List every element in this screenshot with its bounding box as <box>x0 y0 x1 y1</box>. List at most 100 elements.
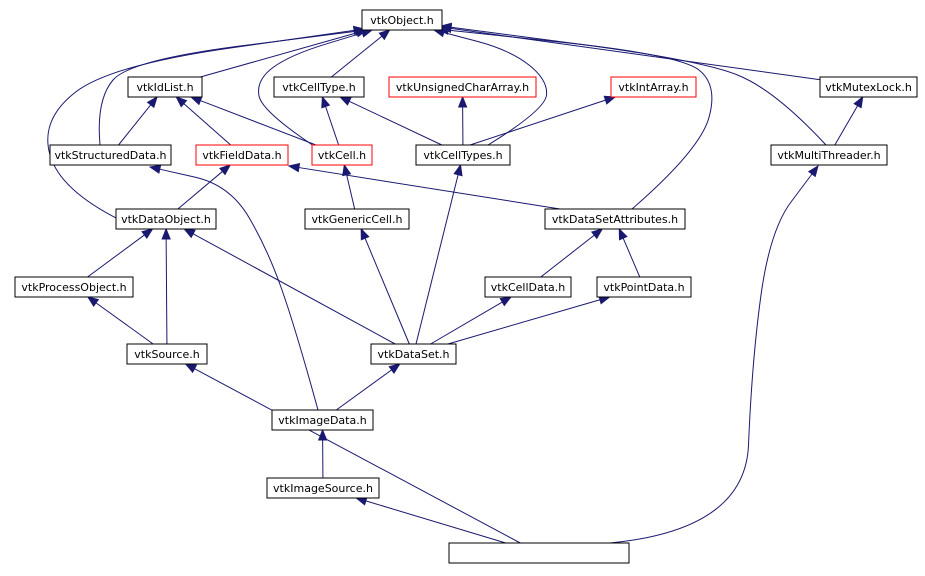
edge-line <box>165 238 168 345</box>
edge-line <box>346 174 356 210</box>
node-vtkDataObject[interactable]: vtkDataObject.h <box>115 208 217 230</box>
edge-vtkGenericCell-to-vtkCell <box>342 163 356 210</box>
edge-vtkDataSet-to-vtkCellTypes <box>415 163 463 345</box>
arrowhead-icon <box>287 162 301 173</box>
node-label: vtkDataSetAttributes.h <box>552 213 678 226</box>
node-vtkCell[interactable]: vtkCell.h <box>311 144 373 166</box>
arrowhead-icon <box>360 227 370 241</box>
node-label: vtkSource.h <box>134 348 199 361</box>
edge-line <box>325 106 340 146</box>
arrowhead-icon <box>378 29 391 41</box>
edge-line <box>200 100 317 146</box>
edge-line <box>183 103 232 146</box>
edge-line <box>200 32 358 78</box>
node-vtkDataSet[interactable]: vtkDataSet.h <box>370 343 457 365</box>
edge-vtkDataSetAttributes-to-vtkObject <box>436 25 713 210</box>
node-vtkCellData[interactable]: vtkCellData.h <box>484 276 572 298</box>
node-label: vtkImageMultipleInputFilter.h <box>459 547 620 560</box>
edge-vtkImageMultipleInputFilter-to-vtkSource <box>184 363 521 544</box>
node-vtkProcessObject[interactable]: vtkProcessObject.h <box>14 276 134 298</box>
arrowhead-icon <box>352 25 366 36</box>
node-vtkStructuredData[interactable]: vtkStructuredData.h <box>49 144 172 166</box>
edge-vtkCellTypes-to-vtkUnsignedCharArray <box>457 95 468 146</box>
node-box <box>610 76 697 98</box>
arrowhead-icon <box>591 228 604 240</box>
arrowhead-icon <box>853 95 864 109</box>
arrowhead-icon <box>86 296 100 307</box>
node-vtkPointData[interactable]: vtkPointData.h <box>596 276 692 298</box>
edge-line <box>834 105 859 146</box>
arrowhead-icon <box>146 95 158 109</box>
node-vtkCellType[interactable]: vtkCellType.h <box>273 76 365 98</box>
edge-line <box>298 167 561 210</box>
edge-line <box>47 29 355 221</box>
edge-vtkFieldData-to-vtkIdList <box>175 96 232 146</box>
node-box <box>361 9 443 31</box>
node-label: vtkCellType.h <box>282 81 356 94</box>
edge-line <box>87 234 145 278</box>
arrowhead-icon <box>457 95 468 108</box>
node-box <box>266 477 380 499</box>
arrowhead-icon <box>148 164 162 174</box>
header-nodes: vtkObject.h vtkIdList.h vtkCellType.h vtkUn… <box>14 9 918 564</box>
node-vtkObject[interactable]: vtkObject.h <box>361 9 443 31</box>
edge-line <box>540 234 595 278</box>
edge-vtkMutexLock-to-vtkObject <box>439 23 823 81</box>
edge-vtkDataSet-to-vtkDataObject <box>183 228 396 345</box>
edge-line <box>331 35 383 78</box>
node-vtkCellTypes[interactable]: vtkCellTypes.h <box>415 144 511 166</box>
node-box <box>49 144 172 166</box>
arrowhead-icon <box>175 96 188 108</box>
edge-vtkImageMultipleInputFilter-to-vtkMultiThreader <box>609 164 819 544</box>
edge-vtkDataSet-to-vtkGenericCell <box>360 227 410 345</box>
node-vtkDataSetAttributes[interactable]: vtkDataSetAttributes.h <box>544 208 686 230</box>
edge-line <box>365 500 506 544</box>
node-vtkMultiThreader[interactable]: vtkMultiThreader.h <box>770 144 888 166</box>
edge-vtkImageMultipleInputFilter-to-vtkImageSource <box>354 496 506 544</box>
node-vtkFieldData[interactable]: vtkFieldData.h <box>195 144 289 166</box>
arrowhead-icon <box>183 228 196 239</box>
dependency-edges <box>47 22 864 544</box>
node-box <box>415 144 511 166</box>
node-label: vtkCellData.h <box>491 281 566 294</box>
edge-line <box>364 238 410 345</box>
edge-line <box>415 174 459 345</box>
node-box <box>370 343 457 365</box>
edge-vtkImageSource-to-vtkImageData <box>317 428 328 479</box>
node-vtkUnsignedCharArray[interactable]: vtkUnsignedCharArray.h <box>388 76 537 98</box>
edge-vtkCellData-to-vtkDataSetAttributes <box>540 228 604 278</box>
node-vtkSource[interactable]: vtkSource.h <box>126 343 208 365</box>
node-vtkImageData[interactable]: vtkImageData.h <box>271 409 374 431</box>
node-vtkImageSource[interactable]: vtkImageSource.h <box>266 477 380 499</box>
node-vtkGenericCell[interactable]: vtkGenericCell.h <box>304 208 410 230</box>
edge-vtkImageData-to-vtkDataSet <box>335 363 401 411</box>
edge-line <box>447 29 713 210</box>
edge-line <box>194 368 521 544</box>
edge-line <box>258 32 363 151</box>
node-vtkMutexLock[interactable]: vtkMutexLock.h <box>819 76 918 98</box>
edge-line <box>609 173 813 544</box>
node-label: vtkProcessObject.h <box>21 281 126 294</box>
node-label: vtkIdList.h <box>136 81 193 94</box>
arrowhead-icon <box>338 96 352 106</box>
edge-vtkStructuredData-to-vtkIdList <box>118 95 158 146</box>
edge-line <box>118 104 152 146</box>
arrowhead-icon <box>141 228 154 240</box>
edge-line <box>177 171 223 210</box>
node-box <box>115 208 217 230</box>
node-label: vtkStructuredData.h <box>54 149 166 162</box>
node-vtkIntArray[interactable]: vtkIntArray.h <box>610 76 697 98</box>
edge-vtkDataObject-to-vtkFieldData <box>177 164 232 210</box>
edge-vtkMultiThreader-to-vtkMutexLock <box>834 95 864 146</box>
arrowhead-icon <box>499 296 513 307</box>
edge-vtkCellTypes-to-vtkIntArray <box>469 95 617 146</box>
edge-vtkCell-to-vtkIdList <box>189 96 317 146</box>
node-vtkIdList[interactable]: vtkIdList.h <box>127 76 203 98</box>
node-label: vtkMultiThreader.h <box>777 149 880 162</box>
node-box <box>388 76 537 98</box>
edge-line <box>98 30 357 146</box>
node-box <box>544 208 686 230</box>
node-label: vtkImageData.h <box>278 414 366 427</box>
edge-line <box>430 301 503 345</box>
node-label: vtkIntArray.h <box>618 81 688 94</box>
